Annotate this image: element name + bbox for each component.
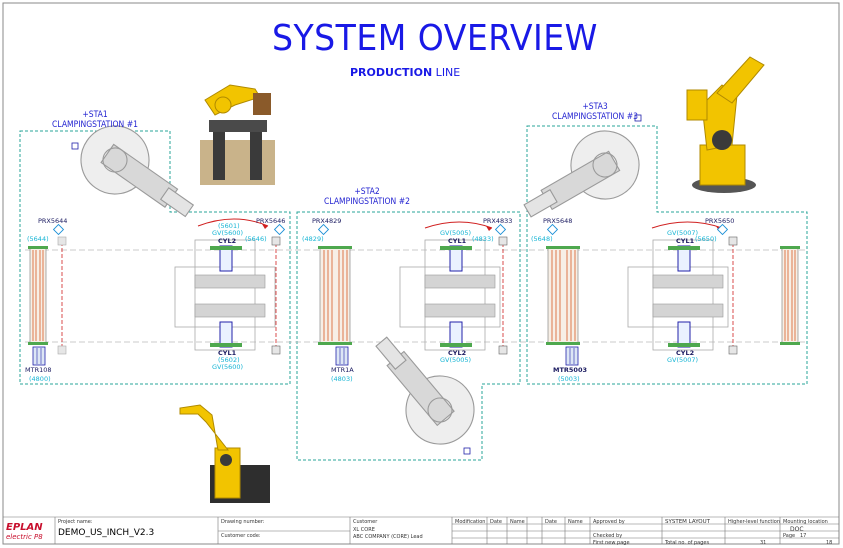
customer-code-label: Customer code: — [221, 533, 261, 539]
station-boundaries — [19, 125, 808, 461]
station-2-label: +STA2 CLAMPINGSTATION #2 — [312, 187, 422, 207]
pages-value: 18 — [826, 540, 833, 546]
sensor-prx5650-icon — [716, 223, 729, 236]
mod-date-label: Date — [490, 519, 502, 525]
checked-label: Checked by — [593, 533, 623, 539]
sensor-prx5646-icon — [273, 223, 286, 236]
station-3-machine — [546, 221, 800, 366]
robot-topview-2 — [375, 336, 475, 445]
date-label: Date — [545, 519, 557, 525]
motor-3-label: MTR5003 — [553, 366, 587, 374]
robot-illustration-1 — [195, 75, 280, 190]
mounting-label: Mounting location — [783, 519, 828, 525]
station-3-tag: +STA3 — [582, 102, 608, 112]
station-1-conveyor — [28, 236, 67, 366]
cyl-s3-bot-sub: GV(5007) — [667, 356, 699, 364]
motor-3-sub: (5003) — [558, 375, 580, 383]
station-2-boundary — [296, 211, 521, 461]
cyl-s2-top-sub: GV(5005) — [440, 229, 472, 237]
cyl-s1-bot-sub: (5602) — [218, 356, 240, 364]
titleblock-grid — [3, 516, 839, 544]
function-label: Higher-level function — [728, 519, 781, 525]
drawing-number-label: Drawing number: — [221, 519, 265, 525]
page-value: 17 — [800, 533, 807, 539]
sensor-prx5644-label: PRX5644 — [38, 217, 68, 225]
customer-line-2: ABC COMPANY (CORE) Lead — [353, 534, 423, 540]
station-3-boundary — [526, 125, 808, 385]
total-value: 31 — [760, 540, 767, 546]
sensor-prx5648-icon — [546, 223, 559, 236]
robot-illustration-3 — [170, 400, 275, 505]
station-1-tag: +STA1 — [82, 110, 108, 120]
station-1-label: +STA1 CLAMPINGSTATION #1 — [40, 110, 150, 130]
project-name-label: Project name: — [58, 519, 93, 525]
sensor-prx5648-sub: (5648) — [531, 235, 553, 243]
sensor-prx5650-label: PRX5650 — [705, 217, 735, 225]
subtitle-rest: LINE — [432, 66, 461, 79]
eplan-logo-sub: electric P8 — [6, 533, 43, 541]
sensor-prx4829-label: PRX4829 — [312, 217, 342, 225]
cyl-s1-bot-label: CYL1 — [218, 349, 237, 357]
sensor-prx4833-sub: (4833) — [472, 235, 494, 243]
robot-illustration-2 — [672, 45, 777, 195]
system-layout-text: SYSTEM LAYOUT — [665, 519, 710, 525]
station-1-boundary — [19, 130, 291, 385]
cyl-s1-bot-sub2: GV(5600) — [212, 363, 244, 371]
station-2-tag: +STA2 — [354, 187, 380, 197]
doc-value: DOC — [790, 526, 804, 533]
project-name-value: DEMO_US_INCH_V2.3 — [58, 528, 155, 538]
sensor-prx5648-label: PRX5648 — [543, 217, 573, 225]
eplan-logo: EPLAN — [6, 522, 43, 533]
robot-topview-3 — [523, 130, 640, 218]
robot-topview-1 — [80, 125, 195, 218]
approved-label: Approved by — [593, 519, 625, 525]
sensor-prx4829-sub: (4829) — [302, 235, 324, 243]
station-3-name: CLAMPINGSTATION #3 — [552, 112, 638, 122]
first-page-label: First new page — [593, 540, 630, 546]
proximity-sensors — [52, 223, 729, 236]
motor-2-sub: (4803) — [331, 375, 353, 383]
modification-label: Modification — [455, 519, 486, 525]
name-label: Name — [568, 519, 583, 525]
cyl-s2-bot-label: CYL2 — [448, 349, 467, 357]
cyl-s1-top-sub: (5601) — [218, 222, 240, 230]
page-subtitle: PRODUCTION LINE — [350, 66, 460, 79]
sensor-prx5650-sub: (5650) — [695, 235, 717, 243]
sensor-prx5644-icon — [52, 223, 65, 236]
motor-1-sub: (4800) — [29, 375, 51, 383]
sensor-prx4833-icon — [494, 223, 507, 236]
page-title: SYSTEM OVERVIEW — [272, 18, 598, 59]
sensor-prx5646-sub: (5646) — [245, 235, 267, 243]
cyl-s3-top-label: CYL1 — [676, 237, 695, 245]
customer-label: Customer — [353, 519, 378, 525]
mod-name-label: Name — [510, 519, 525, 525]
page-label: Page — [783, 533, 796, 539]
sensor-prx4829-icon — [317, 223, 330, 236]
station-1-name: CLAMPINGSTATION #1 — [52, 120, 138, 130]
sensor-prx4833-label: PRX4833 — [483, 217, 513, 225]
sensor-prx5646-label: PRX5646 — [256, 217, 286, 225]
robot-topviews — [80, 125, 640, 445]
cyl-s1-top-label: CYL2 — [218, 237, 237, 245]
station-2-machine — [318, 221, 508, 366]
station-3-label: +STA3 CLAMPINGSTATION #3 — [540, 102, 650, 122]
cyl-s2-bot-sub: GV(5005) — [440, 356, 472, 364]
customer-line-1: XL CORE — [353, 527, 375, 533]
total-pages-label: Total no. of pages — [665, 540, 710, 546]
sensor-prx5644-sub: (5644) — [27, 235, 49, 243]
cyl-s2-top-label: CYL1 — [448, 237, 467, 245]
eplan-logo-text: EPLAN — [6, 522, 43, 533]
cyl-s3-top-sub: GV(5007) — [667, 229, 699, 237]
cyl-s3-bot-label: CYL2 — [676, 349, 695, 357]
motor-1-label: MTR108 — [25, 366, 52, 374]
motor-2-label: MTR1A — [331, 366, 354, 374]
cyl-s1-top-sub2: GV(5600) — [212, 229, 244, 237]
subtitle-bold: PRODUCTION — [350, 66, 433, 79]
station-2-name: CLAMPINGSTATION #2 — [324, 197, 410, 207]
station-1-machine — [174, 218, 281, 355]
